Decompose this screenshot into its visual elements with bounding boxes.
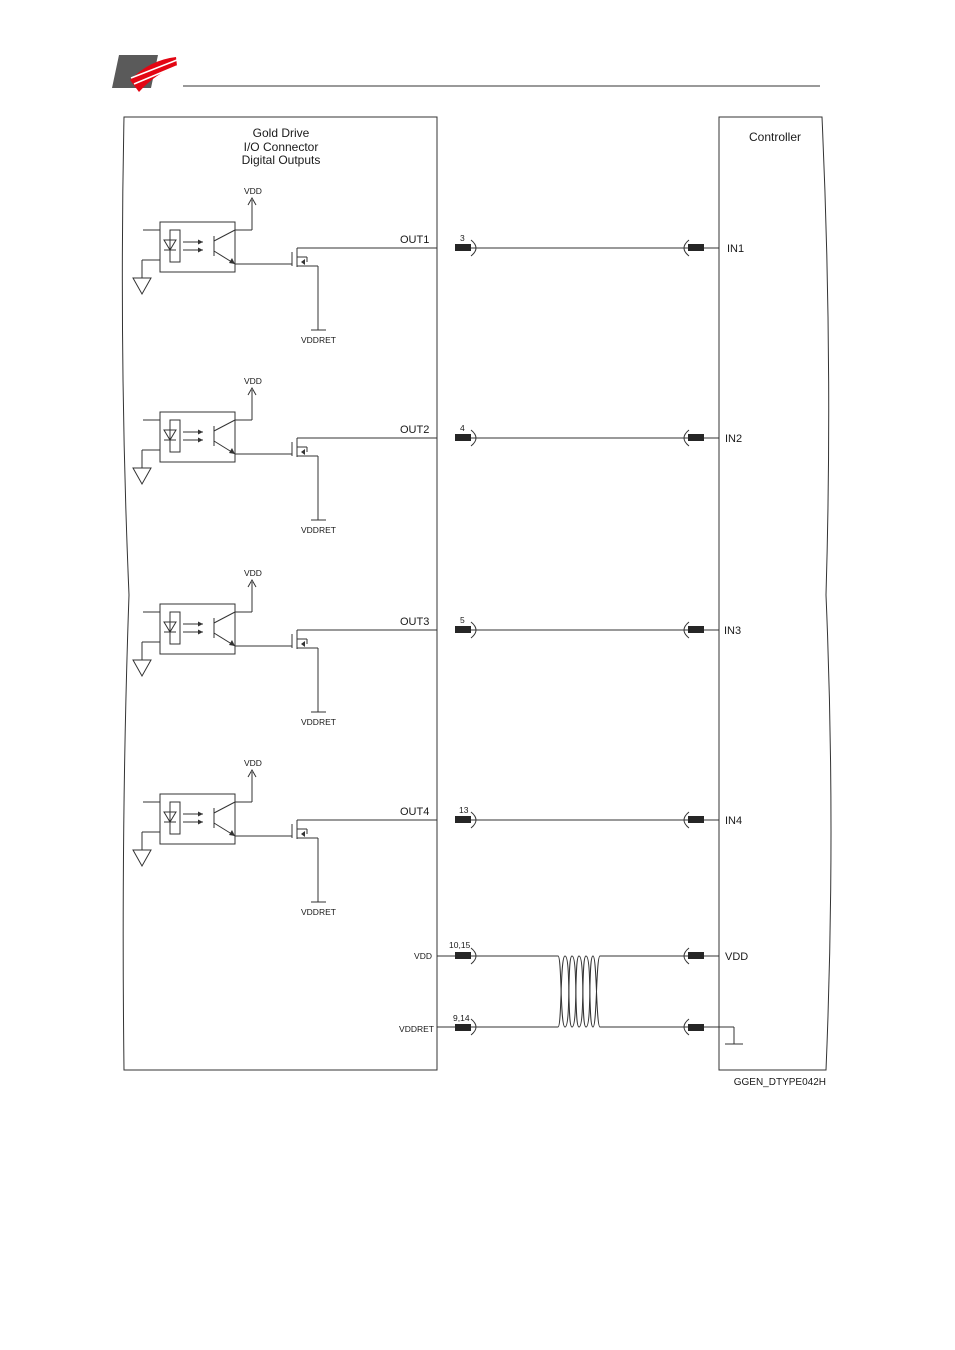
connector-pin xyxy=(455,626,471,633)
drive-title-line-2: I/O Connector xyxy=(244,140,319,154)
out-label: OUT2 xyxy=(400,424,429,436)
vddret-label: VDDRET xyxy=(301,525,336,535)
connector-pin xyxy=(455,434,471,441)
supply-vdd-pin: 10,15 xyxy=(449,940,471,950)
vdd-label: VDD xyxy=(244,186,262,196)
vddret-label: VDDRET xyxy=(301,717,336,727)
twisted-pair xyxy=(558,956,600,1027)
supply-vdd-label: VDD xyxy=(414,951,432,961)
vdd-label: VDD xyxy=(244,758,262,768)
drive-title-line-3: Digital Outputs xyxy=(242,153,321,167)
connector-pin xyxy=(455,816,471,823)
controller-pin xyxy=(688,816,704,823)
controller-pin xyxy=(688,952,704,959)
drive-title-line-1: Gold Drive xyxy=(253,126,310,140)
company-logo xyxy=(112,55,177,92)
controller-pin xyxy=(688,626,704,633)
vddret-label: VDDRET xyxy=(301,335,336,345)
supply-vddret-label: VDDRET xyxy=(399,1024,434,1034)
in-label: IN3 xyxy=(724,625,741,637)
controller-pin xyxy=(688,434,704,441)
controller-pin xyxy=(688,244,704,251)
in-label: IN2 xyxy=(725,433,742,445)
controller-title: Controller xyxy=(749,130,801,144)
pin-number: 4 xyxy=(460,423,465,433)
connector-pin xyxy=(455,1024,471,1031)
controller-box xyxy=(719,117,831,1070)
in-label: IN1 xyxy=(727,243,744,255)
figure-id: GGEN_DTYPE042H xyxy=(734,1077,826,1088)
supply-vddret-pin: 9,14 xyxy=(453,1013,470,1023)
out-label: OUT1 xyxy=(400,234,429,246)
pin-number: 3 xyxy=(460,233,465,243)
vdd-label: VDD xyxy=(244,376,262,386)
vddret-supply: VDDRET 9,14 xyxy=(399,1013,743,1044)
pin-number: 13 xyxy=(459,805,469,815)
vddret-label: VDDRET xyxy=(301,907,336,917)
connector-pin xyxy=(455,952,471,959)
out-label: OUT3 xyxy=(400,616,429,628)
vdd-label: VDD xyxy=(244,568,262,578)
out-label: OUT4 xyxy=(400,806,429,818)
controller-pin xyxy=(688,1024,704,1031)
pin-number: 5 xyxy=(460,615,465,625)
connector-pin xyxy=(455,244,471,251)
in-label: IN4 xyxy=(725,815,742,827)
controller-vdd-label: VDD xyxy=(725,951,748,963)
